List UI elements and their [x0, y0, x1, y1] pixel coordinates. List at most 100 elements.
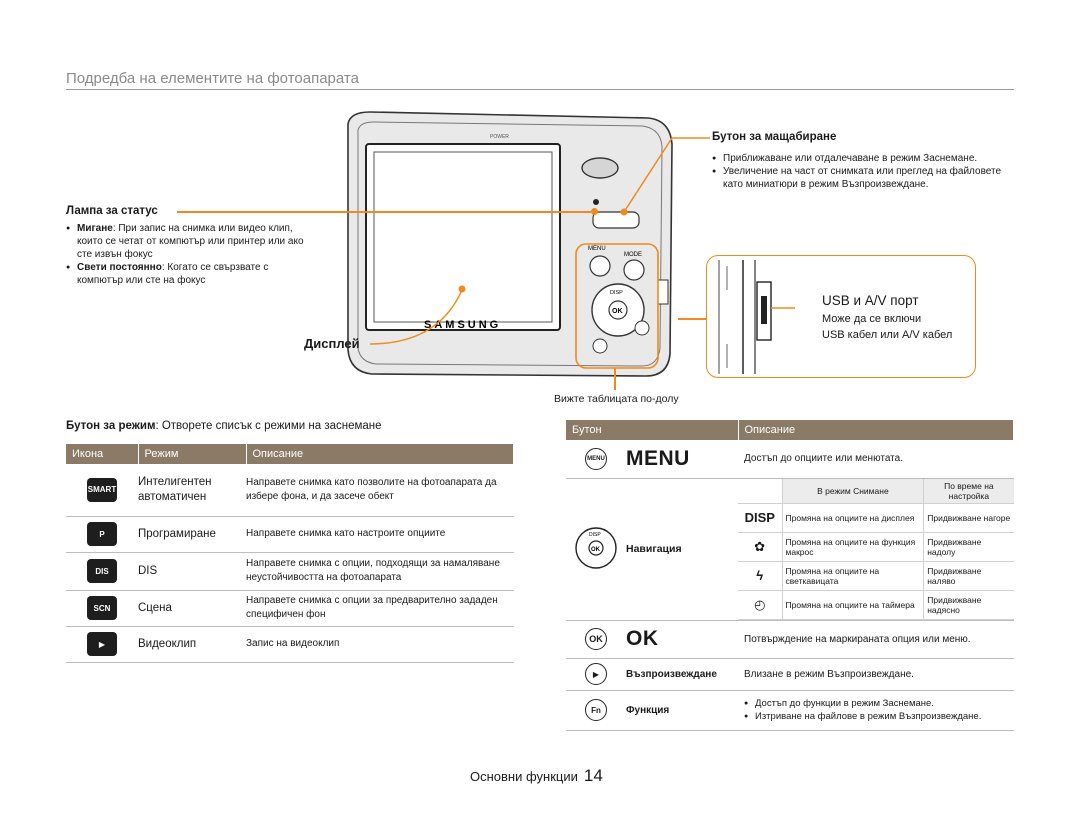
- navigation-row: ϟ Промяна на опциите на светкавицата При…: [738, 561, 1014, 591]
- macro-icon: ✿: [738, 532, 782, 562]
- ok-button-icon: OK: [585, 628, 607, 650]
- svg-text:MENU: MENU: [588, 246, 606, 252]
- navigation-row-left: Промяна на опциите на функция макрос: [781, 532, 924, 562]
- mode-name: Интелигентен автоматичен: [138, 464, 246, 517]
- table-row: OK OK Потвърждение на маркираната опция …: [566, 620, 1014, 659]
- status-lamp-bullet: Мигане: При запис на снимка или видео кл…: [66, 222, 312, 261]
- svg-text:MODE: MODE: [624, 252, 642, 258]
- mode-name: Видеоклип: [138, 626, 246, 663]
- navigation-row-right: Придвижване наляво: [923, 561, 1014, 591]
- table-row: MENU MENU Достъп до опциите или менютата…: [566, 440, 1014, 479]
- navigation-label: Навигация: [626, 478, 738, 621]
- mode-name: Сцена: [138, 590, 246, 627]
- status-lamp-list: Мигане: При запис на снимка или видео кл…: [66, 222, 312, 287]
- mode-table-header-description: Описание: [246, 444, 514, 464]
- menu-label: MENU: [626, 446, 690, 470]
- function-label: Функция: [626, 690, 738, 731]
- display-heading: Дисплей: [304, 336, 360, 351]
- mode-name: Програмиране: [138, 516, 246, 553]
- display-leader: [369, 285, 466, 345]
- usb-heading: USB и A/V порт: [822, 293, 919, 308]
- subheader-shooting: В режим Снимане: [781, 478, 924, 504]
- svg-text:POWER: POWER: [490, 134, 509, 140]
- mode-description: Направете снимка като позволите на фотоа…: [246, 464, 514, 517]
- navigation-row: ◴ Промяна на опциите на таймера Придвижв…: [738, 590, 1014, 620]
- svg-text:DISP: DISP: [589, 532, 601, 538]
- button-table: Бутон Описание MENU MENU Достъп до опции…: [566, 420, 1014, 731]
- menu-description: Достъп до опциите или менютата.: [738, 440, 1014, 479]
- table-row: Fn Функция Достъп до функции в режим Зас…: [566, 690, 1014, 731]
- usb-line-2: USB кабел или A/V кабел: [822, 329, 953, 341]
- table-row: P Програмиране Направете снимка като нас…: [66, 516, 514, 553]
- scene-icon: SCN: [87, 596, 117, 620]
- page-footer: Основни функции 14: [470, 766, 603, 786]
- status-lamp-marker: [591, 208, 598, 215]
- button-table-header-description: Описание: [738, 420, 1014, 440]
- playback-label: Възпроизвеждане: [626, 658, 738, 691]
- mode-name: DIS: [138, 552, 246, 591]
- disp-icon: DISP: [738, 503, 782, 533]
- function-bullet: Изтриване на файлове в режим Възпроизвеж…: [744, 710, 1014, 723]
- mode-description: Направете снимка с опции, подходящи за н…: [246, 552, 514, 591]
- movie-icon: ▶: [87, 632, 117, 656]
- page-title: Подредба на елементите на фотоапарата: [66, 70, 359, 87]
- svg-text:DISP: DISP: [610, 290, 623, 296]
- mode-description: Запис на видеоклип: [246, 626, 514, 663]
- usb-port-closeup: [718, 260, 795, 374]
- navigation-row-right: Придвижване надясно: [923, 590, 1014, 620]
- fn-button-icon: Fn: [585, 699, 607, 721]
- navigation-subtable-header: В режим Снимане По време на настройка: [738, 478, 1014, 504]
- dis-icon: DIS: [87, 559, 117, 583]
- zoom-bullet: Увеличение на част от снимката или прегл…: [712, 165, 1018, 191]
- page-number: 14: [583, 766, 603, 785]
- usb-line-1: Може да се включи: [822, 313, 922, 325]
- mode-description: Направете снимка с опции за предварителн…: [246, 590, 514, 627]
- title-divider: [66, 89, 1014, 90]
- mode-table: Икона Режим Описание SMART Интелигентен …: [66, 444, 514, 663]
- usb-callout-box: USB и A/V порт Може да се включи USB каб…: [706, 255, 976, 378]
- zoom-bullet: Приближаване или отдалечаване в режим За…: [712, 152, 1018, 165]
- ok-description: Потвърждение на маркираната опция или ме…: [738, 620, 1014, 659]
- mode-description: Направете снимка като настроите опциите: [246, 516, 514, 553]
- ok-label: OK: [626, 627, 659, 650]
- zoom-leader: [620, 137, 710, 216]
- mode-table-header: Икона Режим Описание: [66, 444, 514, 464]
- subheader-setting: По време на настройка: [923, 478, 1014, 504]
- navigation-row-left: Промяна на опциите на дисплея: [781, 503, 924, 533]
- navigation-row: ✿ Промяна на опциите на функция макрос П…: [738, 532, 1014, 562]
- table-row: ▶ Възпроизвеждане Влизане в режим Възпро…: [566, 658, 1014, 691]
- timer-icon: ◴: [738, 590, 782, 620]
- navigation-row-right: Придвижване надолу: [923, 532, 1014, 562]
- table-row: SMART Интелигентен автоматичен Направете…: [66, 464, 514, 517]
- status-lamp-leader: [177, 211, 591, 213]
- button-table-header: Бутон Описание: [566, 420, 1014, 440]
- function-list: Достъп до функции в режим Заснемане. Изт…: [744, 697, 1014, 723]
- mode-button-intro: Бутон за режим: Отворете списък с режими…: [66, 420, 382, 432]
- navigation-row-right: Придвижване нагоре: [923, 503, 1014, 533]
- table-row: DIS DIS Направете снимка с опции, подход…: [66, 552, 514, 591]
- navigation-dial-icon: OK DISP: [575, 526, 617, 569]
- menu-button-icon: MENU: [585, 447, 607, 470]
- zoom-heading: Бутон за мащабиране: [712, 131, 837, 143]
- camera-brand-label: SAMSUNG: [424, 319, 501, 331]
- function-bullet: Достъп до функции в режим Заснемане.: [744, 697, 1014, 710]
- svg-text:OK: OK: [591, 547, 601, 553]
- camera-illustration: POWER MENU MODE OK DISP SAMSUNG: [347, 111, 673, 377]
- mode-table-header-icon: Икона: [66, 444, 139, 464]
- footer-section: Основни функции: [470, 769, 578, 784]
- svg-text:OK: OK: [612, 308, 623, 315]
- button-table-header-button: Бутон: [566, 420, 739, 440]
- navigation-row: DISP Промяна на опциите на дисплея Придв…: [738, 503, 1014, 533]
- table-row: SCN Сцена Направете снимка с опции за пр…: [66, 590, 514, 627]
- navigation-subtable: В режим Снимане По време на настройка DI…: [738, 478, 1014, 620]
- program-icon: P: [87, 522, 117, 546]
- playback-button-icon: ▶: [585, 663, 607, 685]
- status-lamp-bullet: Свети постоянно: Когато се свързвате с к…: [66, 261, 312, 287]
- mode-table-header-mode: Режим: [138, 444, 247, 464]
- table-row: OK DISP Навигация В режим Снимане По вре…: [566, 478, 1014, 621]
- navigation-row-left: Промяна на опциите на таймера: [781, 590, 924, 620]
- see-table-note: Вижте таблицата по-долу: [554, 393, 679, 405]
- zoom-list: Приближаване или отдалечаване в режим За…: [712, 152, 1018, 191]
- see-table-leader: [614, 368, 616, 390]
- flash-icon: ϟ: [738, 561, 782, 591]
